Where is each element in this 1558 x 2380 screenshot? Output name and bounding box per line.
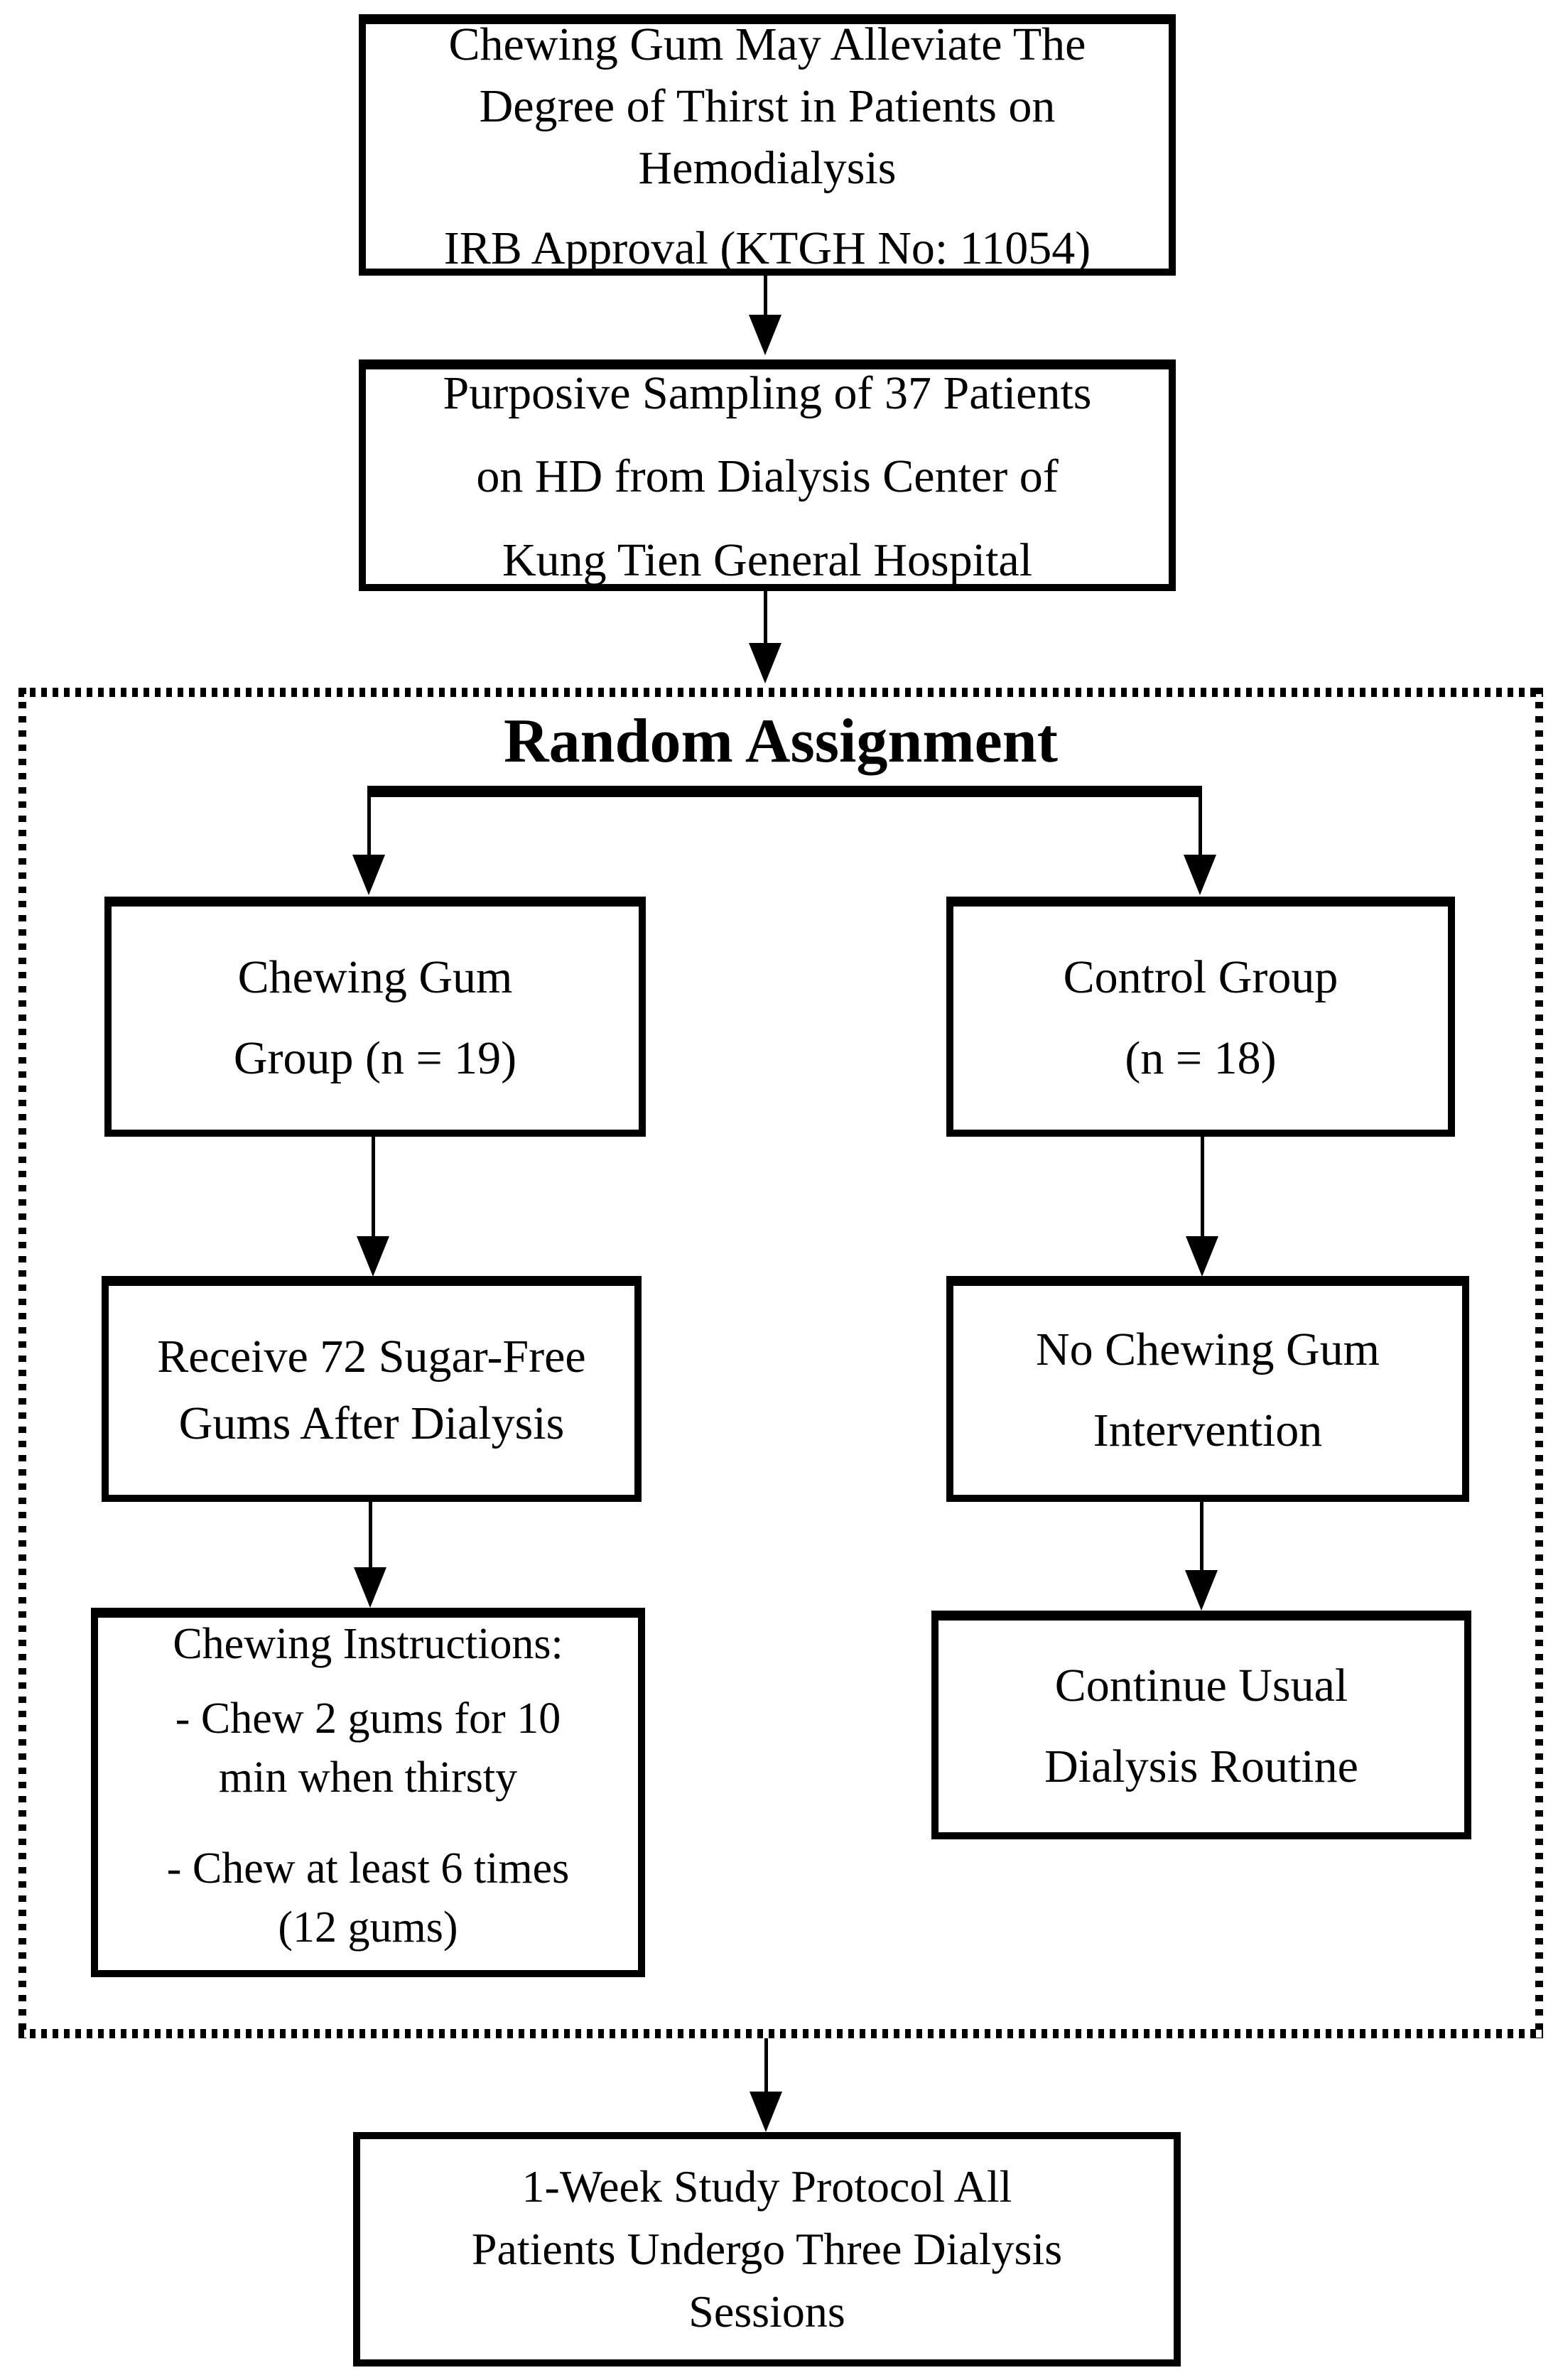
- node-chewing-instructions: Chewing Instructions: - Chew 2 gums for …: [91, 1608, 645, 1977]
- arrowhead-icon: [352, 855, 385, 895]
- connector-line: [1200, 1502, 1203, 1572]
- arrowhead-icon: [750, 2092, 782, 2132]
- no-gum-line: Intervention: [1093, 1405, 1323, 1456]
- connector-line: [369, 1502, 372, 1569]
- connector-line: [764, 2038, 768, 2094]
- title-line: Degree of Thirst in Patients on: [479, 80, 1056, 132]
- instruction-bullet: - Chew at least 6 times (12 gums): [167, 1839, 569, 1957]
- protocol-line: Patients Undergo Three Dialysis: [471, 2223, 1063, 2274]
- title-line: Hemodialysis: [638, 142, 897, 194]
- node-study-protocol: 1-Week Study Protocol All Patients Under…: [353, 2132, 1181, 2367]
- group-line: (n = 18): [1125, 1032, 1277, 1084]
- bullet-line: - Chew at least 6 times: [166, 1844, 570, 1893]
- arrowhead-icon: [354, 1567, 386, 1608]
- sampling-line: on HD from Dialysis Center of: [476, 450, 1059, 503]
- routine-line: Dialysis Routine: [1044, 1741, 1358, 1792]
- receive-line: Receive 72 Sugar-Free: [157, 1331, 586, 1383]
- instructions-heading: Chewing Instructions:: [173, 1620, 563, 1669]
- bullet-line: min when thirsty: [218, 1753, 518, 1802]
- arrowhead-icon: [357, 1236, 389, 1277]
- instruction-bullet: - Chew 2 gums for 10 min when thirsty: [175, 1689, 561, 1807]
- group-line: Group (n = 19): [233, 1032, 517, 1084]
- arrowhead-icon: [1185, 1570, 1218, 1611]
- connector-line: [367, 786, 371, 858]
- arrowhead-icon: [749, 643, 781, 683]
- connector-line: [764, 274, 767, 318]
- sampling-line: Kung Tien General Hospital: [502, 534, 1033, 586]
- irb-approval-line: IRB Approval (KTGH No: 11054): [443, 222, 1091, 275]
- arrowhead-icon: [1184, 855, 1216, 895]
- node-study-title: Chewing Gum May Alleviate The Degree of …: [359, 14, 1176, 276]
- node-continue-routine: Continue Usual Dialysis Routine: [931, 1611, 1471, 1839]
- dotted-border-right: [1535, 688, 1543, 2038]
- arrowhead-icon: [749, 315, 781, 355]
- protocol-line: Sessions: [688, 2286, 845, 2337]
- title-line: Chewing Gum May Alleviate The: [448, 18, 1086, 70]
- branch-bar: [367, 786, 1202, 797]
- arrowhead-icon: [1186, 1236, 1218, 1277]
- random-assignment-label: Random Assignment: [504, 707, 1058, 776]
- connector-line: [764, 591, 767, 645]
- node-chewing-gum-group: Chewing Gum Group (n = 19): [104, 897, 646, 1137]
- receive-line: Gums After Dialysis: [178, 1397, 565, 1449]
- bullet-line: (12 gums): [278, 1903, 458, 1952]
- dotted-border-bottom: [18, 2029, 1543, 2038]
- connector-line: [1199, 786, 1202, 858]
- protocol-line: 1-Week Study Protocol All: [521, 2160, 1012, 2212]
- connector-line: [372, 1137, 375, 1238]
- node-control-group: Control Group (n = 18): [946, 897, 1455, 1137]
- node-no-chewing-gum: No Chewing Gum Intervention: [946, 1276, 1469, 1502]
- routine-line: Continue Usual: [1054, 1660, 1348, 1712]
- connector-line: [1201, 1137, 1204, 1238]
- sampling-line: Purposive Sampling of 37 Patients: [443, 367, 1092, 419]
- node-purposive-sampling: Purposive Sampling of 37 Patients on HD …: [359, 359, 1176, 591]
- group-line: Control Group: [1063, 951, 1338, 1004]
- group-line: Chewing Gum: [237, 951, 513, 1004]
- bullet-line: - Chew 2 gums for 10: [175, 1694, 561, 1743]
- dotted-border-top: [18, 688, 1543, 697]
- node-receive-gums: Receive 72 Sugar-Free Gums After Dialysi…: [102, 1276, 642, 1502]
- no-gum-line: No Chewing Gum: [1036, 1324, 1380, 1376]
- dotted-border-left: [18, 688, 26, 2038]
